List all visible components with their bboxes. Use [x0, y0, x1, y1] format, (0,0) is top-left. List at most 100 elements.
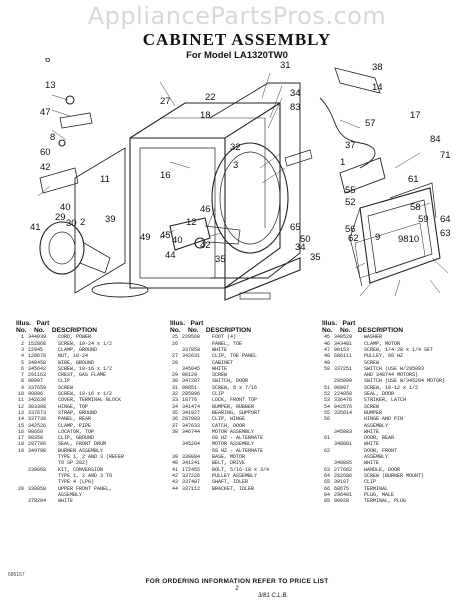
page-title: CABINET ASSEMBLY: [142, 30, 332, 49]
callout-label: 12: [186, 217, 197, 228]
callout-label: 9810: [398, 234, 419, 245]
callout-label: 64: [440, 214, 451, 225]
callout-label: 42: [40, 162, 51, 173]
callout-label: 39: [105, 214, 116, 225]
callout-label: 11: [100, 174, 110, 185]
callout-label: 42: [200, 240, 211, 251]
callout-label: 45: [160, 230, 171, 241]
parts-row: AND 348744 MOTORS): [364, 372, 419, 379]
burner-assembly: [169, 217, 211, 251]
parts-header-1: Illus. Part No. No. DESCRIPTION: [16, 320, 97, 335]
callout-label: 6: [45, 58, 50, 65]
callout-label: 41: [30, 222, 41, 233]
parts-row: TYPE 4 (LPG): [58, 479, 95, 486]
callout-label: 58: [410, 202, 421, 213]
callout-label: 84: [430, 134, 441, 145]
callout-label: 32: [230, 142, 241, 153]
callout-label: 13: [45, 80, 56, 91]
callout-label: 65: [290, 222, 301, 233]
callout-label: 38: [372, 62, 383, 73]
callout-label: 52: [345, 197, 356, 208]
callout-label: 29: [55, 212, 66, 223]
callout-label: 35: [215, 254, 226, 265]
callout-label: 8: [50, 132, 55, 143]
callout-label: 27: [160, 96, 171, 107]
callout-label: 55: [345, 185, 356, 196]
callout-label: 83: [290, 102, 301, 113]
callout-label: 56: [345, 224, 356, 235]
callout-label: 31: [280, 60, 291, 71]
parts-row: TYPE 1, 2 AND 3 (REFER: [58, 454, 125, 461]
callout-label: 47: [40, 107, 51, 118]
parts-row: ASSEMBLY: [364, 454, 389, 461]
callout-label: 61: [408, 174, 419, 185]
parts-row: TO SP 282): [58, 460, 89, 467]
callout-label: 34: [295, 242, 306, 253]
parts-row: TYPE 1, 2 AND 3 TO: [58, 472, 113, 479]
callout-label: 40: [60, 202, 71, 213]
callout-label: 46: [200, 204, 211, 215]
callout-label: 30: [66, 218, 77, 229]
parts-row: ASSEMBLY: [364, 422, 389, 429]
watermark: AppliancePartsPros.com: [87, 2, 387, 30]
callout-label: 60: [40, 147, 51, 158]
exploded-diagram: 2810203321431756132227348318471632386042…: [30, 58, 451, 301]
callout-label: 57: [365, 118, 376, 129]
callout-label: 40: [172, 235, 183, 246]
callout-label: 18: [200, 110, 211, 121]
callout-label: 59: [418, 214, 429, 225]
callout-label: 17: [410, 110, 421, 121]
